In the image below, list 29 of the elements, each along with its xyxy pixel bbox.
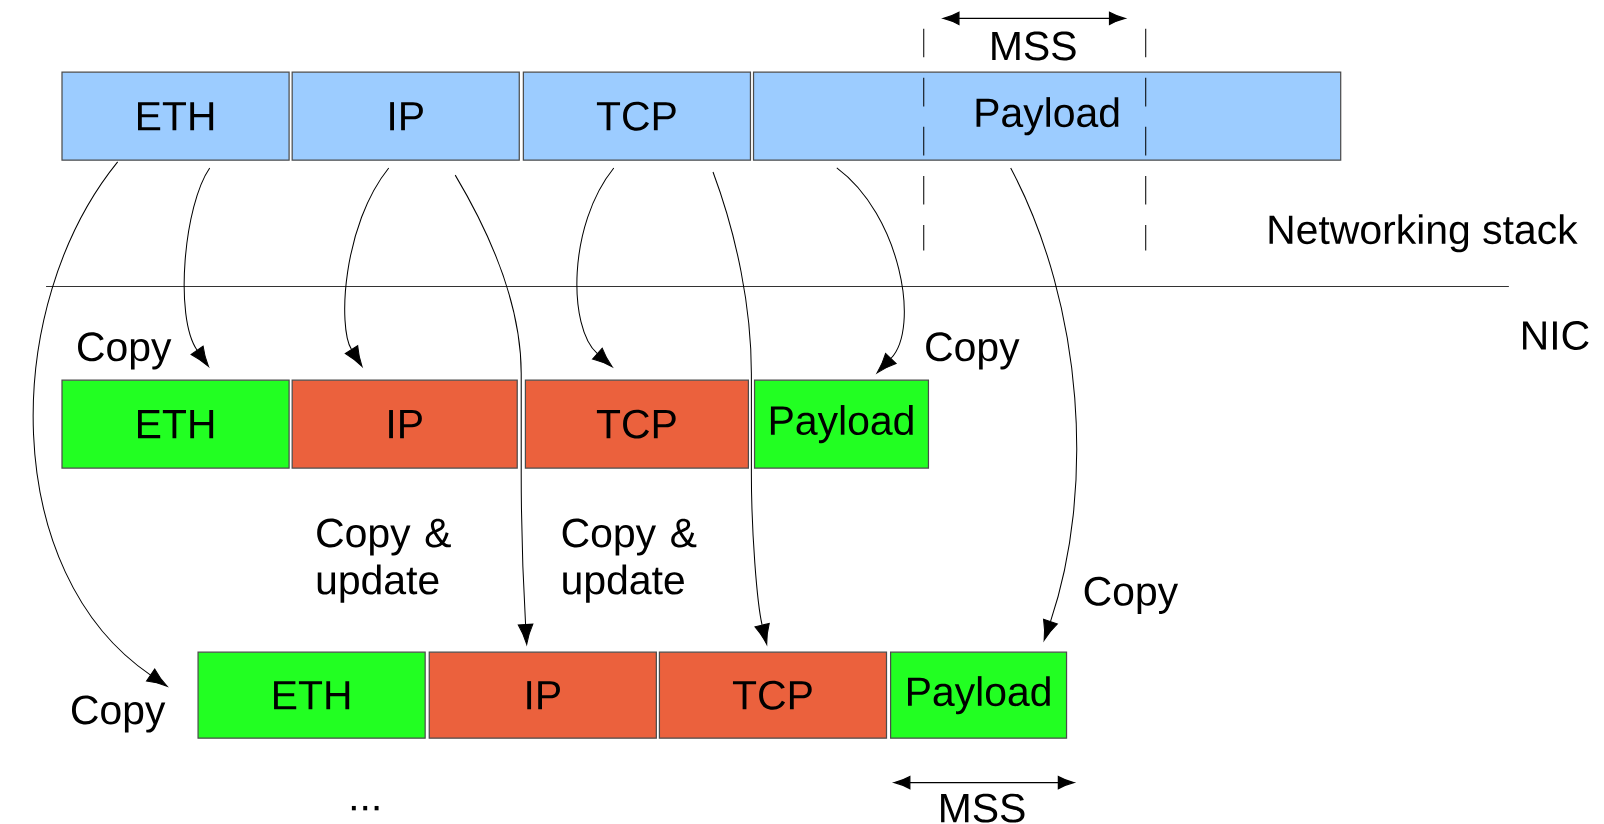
text-label: Networking stack <box>1269 213 1578 253</box>
curved-arrow <box>183 167 211 367</box>
packet-field-box: ETH <box>61 379 290 469</box>
edge-label: Copy <box>73 330 174 372</box>
curved-arrow <box>1010 167 1078 641</box>
curved-arrow <box>454 174 534 645</box>
edge-label: Copy <box>67 693 168 735</box>
curved-arrow <box>33 161 168 687</box>
packet-field-box: TCP <box>524 379 750 469</box>
edge-label: Copy <box>1080 574 1181 616</box>
packet-field-box: Payload <box>753 379 930 469</box>
text-label: MSS <box>941 793 1025 823</box>
edge-label: Copy & update <box>558 516 710 605</box>
edge-label: Copy & update <box>313 516 465 605</box>
text-label: NIC <box>1523 320 1589 350</box>
edge-label: Copy <box>922 330 1022 372</box>
curved-arrow <box>576 167 615 368</box>
packet-field-box: ETH <box>61 71 290 161</box>
curved-arrow <box>712 171 770 645</box>
packet-field-box: TCP <box>522 71 752 161</box>
packet-field-box: IP <box>428 651 657 739</box>
packet-field-box: IP <box>291 379 518 469</box>
curved-arrow <box>836 167 905 374</box>
text-label: ... <box>351 805 379 811</box>
packet-field-box: TCP <box>658 651 888 739</box>
curved-arrow <box>344 167 390 367</box>
packet-field-box: IP <box>291 71 520 161</box>
packet-field-box: Payload <box>890 651 1068 739</box>
packet-field-box: ETH <box>197 651 426 739</box>
